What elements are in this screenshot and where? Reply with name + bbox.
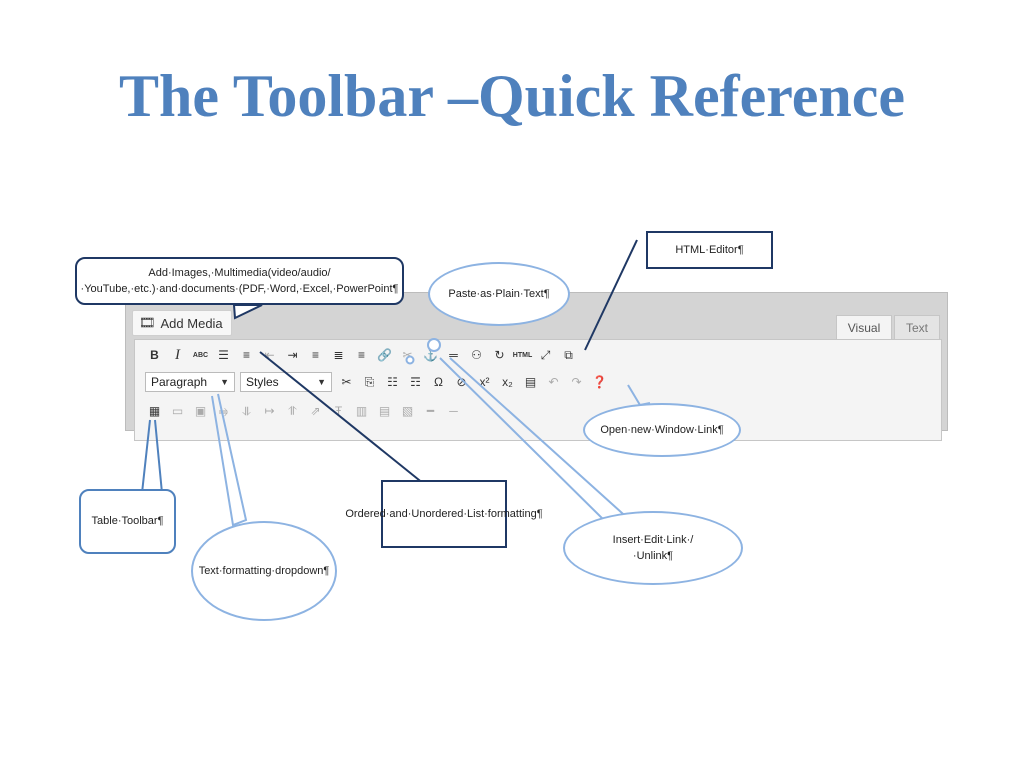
callout-lists: Ordered·and·Unordered·List·formatting¶: [345, 480, 543, 548]
cell-properties-icon[interactable]: ▣: [194, 404, 207, 418]
align-center-icon[interactable]: ≣: [333, 348, 344, 362]
callout-text-formatting: Text·formatting·dropdown¶: [191, 521, 337, 621]
indent-icon[interactable]: ⇥: [287, 348, 298, 362]
new-window-pointer: [627, 384, 651, 407]
styles-select-value: Styles: [246, 375, 279, 389]
insert-row-after-icon[interactable]: ⥥: [242, 403, 251, 418]
delete-col-icon[interactable]: Ŧ: [334, 404, 343, 418]
chevron-down-icon: ▼: [317, 377, 326, 387]
paste-word-icon[interactable]: ☶: [410, 375, 421, 389]
horizontal-rule-icon[interactable]: ━: [426, 404, 435, 418]
split-cells-icon[interactable]: ▥: [355, 404, 368, 418]
chevron-down-icon: ▼: [220, 377, 229, 387]
copy-icon[interactable]: ⎘: [364, 374, 375, 389]
undo-icon[interactable]: ↶: [548, 375, 559, 389]
toolbar-row-2-icons: ✂ ⎘ ☷ ☶ Ω ⊘ x² x₂ ▤ ↶ ↷ ❓: [337, 373, 613, 391]
media-icon[interactable]: ▤: [524, 375, 537, 389]
redo-icon[interactable]: ↷: [571, 375, 582, 389]
read-more-icon[interactable]: ═: [449, 348, 458, 362]
callout-open-new-window: Open·new·Window·Link¶: [583, 403, 741, 457]
unlink-icon[interactable]: ✂: [402, 348, 413, 362]
align-left-icon[interactable]: ≡: [311, 348, 319, 362]
media-icon: 🎞: [139, 315, 156, 330]
insert-col-after-icon[interactable]: ⇗: [310, 404, 321, 418]
unordered-list-icon[interactable]: ☰: [218, 348, 229, 362]
callout-add-media: Add·Images,·Multimedia(video/audio/·YouT…: [75, 257, 404, 305]
italic-icon[interactable]: I: [175, 346, 180, 363]
merge-cells-icon[interactable]: ▤: [378, 404, 391, 418]
tab-text[interactable]: Text: [894, 315, 940, 340]
slide-title: The Toolbar –Quick Reference: [118, 63, 906, 129]
outdent-icon[interactable]: ⇤: [264, 348, 275, 362]
html-editor-pointer: [584, 239, 638, 351]
text-format-pointer: [211, 393, 248, 527]
insert-row-before-icon[interactable]: ⥤: [218, 403, 229, 418]
fullscreen-icon[interactable]: ⤢: [540, 347, 551, 362]
find-replace-icon[interactable]: ⚇: [471, 348, 482, 362]
special-character-icon[interactable]: Ω: [434, 375, 443, 389]
html-icon[interactable]: HTML: [512, 351, 533, 359]
ordered-list-icon[interactable]: ≡: [242, 348, 250, 362]
help-icon[interactable]: ❓: [592, 375, 607, 389]
strikethrough-icon[interactable]: ABC: [192, 351, 209, 359]
format-select[interactable]: Paragraph ▼: [145, 372, 235, 392]
callout-paste-plain-text: Paste·as·Plain·Text¶: [428, 262, 570, 326]
superscript-icon[interactable]: x²: [479, 375, 490, 389]
row-properties-icon[interactable]: ▭: [171, 404, 184, 418]
insert-link-icon[interactable]: 🔗: [377, 348, 392, 362]
add-media-button[interactable]: 🎞 Add Media: [132, 310, 232, 336]
spellcheck-icon[interactable]: ↻: [494, 348, 505, 362]
insert-col-before-icon[interactable]: ⥣: [288, 403, 297, 418]
callout-table-toolbar: Table·Toolbar¶: [79, 489, 176, 554]
thought-bubble-dot-large: [427, 338, 441, 352]
toolbar-row-2: Paragraph ▼ Styles ▼ ✂ ⎘ ☷ ☶ Ω ⊘ x² x₂ ▤ ↶ ↷ ❓: [145, 372, 613, 392]
format-select-value: Paragraph: [151, 375, 208, 389]
callout-html-editor: HTML·Editor¶: [646, 231, 773, 269]
bold-icon[interactable]: B: [150, 348, 159, 362]
new-window-link-icon[interactable]: ⧉: [564, 347, 573, 362]
add-media-pointer: [232, 304, 263, 320]
callout-link: Insert·Edit·Link·/·Unlink¶: [563, 511, 743, 585]
toolbar-row-3: ▦ ▭ ▣ ⥤ ⥥ ↦ ⥣ ⇗ Ŧ ▥ ▤ ▧ ━ ─: [145, 402, 467, 420]
table-icon[interactable]: ▦: [148, 404, 161, 418]
thought-bubble-dot-small: [405, 355, 415, 365]
delete-table-icon[interactable]: ▧: [401, 404, 414, 418]
subscript-icon[interactable]: x₂: [502, 375, 513, 389]
more-icon[interactable]: ─: [449, 404, 458, 418]
delete-row-icon[interactable]: ↦: [264, 404, 275, 418]
remove-format-icon[interactable]: ⊘: [456, 375, 467, 389]
cut-icon[interactable]: ✂: [341, 375, 352, 389]
paste-text-icon[interactable]: ☷: [387, 375, 398, 389]
lists-pointer: [259, 351, 425, 485]
tab-visual[interactable]: Visual: [836, 315, 892, 340]
add-media-label: Add Media: [160, 315, 223, 331]
align-right-icon[interactable]: ≡: [357, 348, 365, 362]
table-pointer: [140, 419, 164, 494]
